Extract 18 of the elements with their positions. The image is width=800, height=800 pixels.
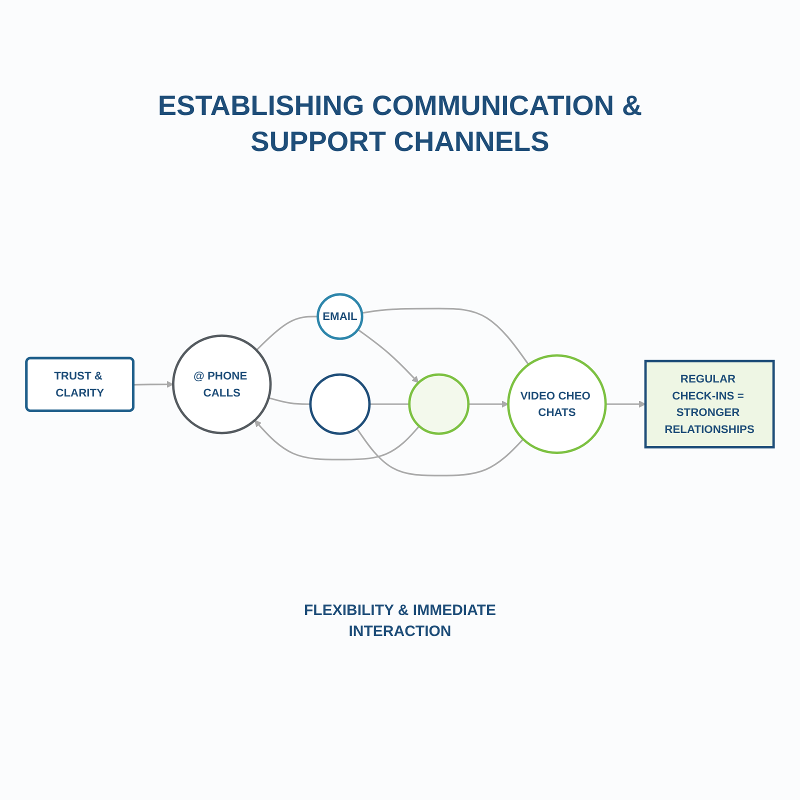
- caption-text: FLEXIBILITY & IMMEDIATE INTERACTION: [303, 601, 497, 642]
- node-circle: EMAIL: [316, 293, 364, 340]
- node-circle: [408, 373, 470, 435]
- title: ESTABLISHING COMMUNICATION & SUPPORT CHANNELS: [156, 89, 644, 159]
- arrow: [606, 400, 646, 408]
- arrow: [254, 420, 420, 460]
- connector: [362, 308, 530, 366]
- connector: [356, 428, 524, 476]
- node-circle: @ PHONE CALLS: [172, 334, 272, 434]
- node-circle: VIDEO CHEO CHATS: [507, 354, 607, 454]
- connector: [369, 403, 410, 405]
- node-box: REGULAR CHECK-INS = STRONGER RELATIONSHIPS: [644, 360, 775, 448]
- node-circle: [309, 373, 371, 435]
- arrow: [134, 380, 174, 388]
- arrow: [357, 328, 419, 384]
- arrow: [468, 400, 509, 408]
- connector: [268, 397, 310, 405]
- connector: [256, 316, 318, 351]
